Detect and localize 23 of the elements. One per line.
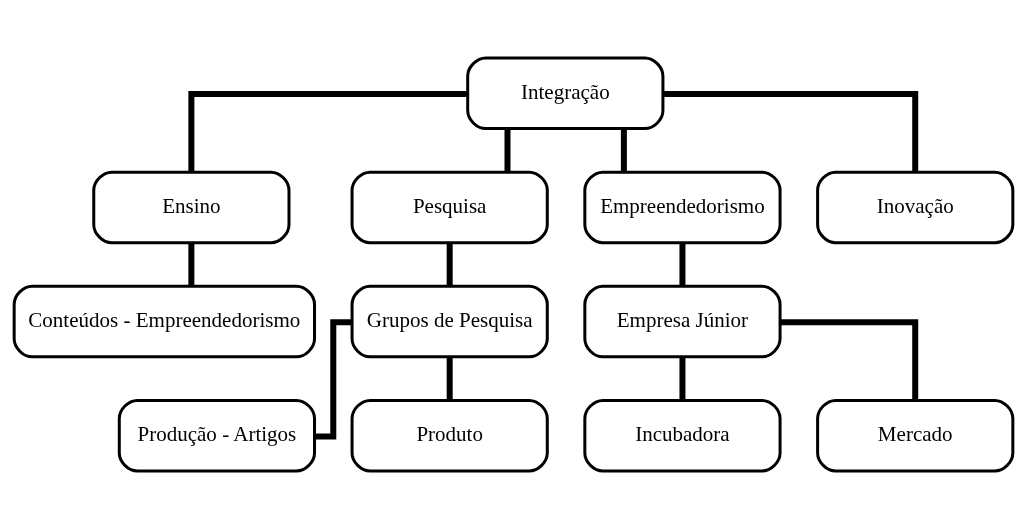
connector [446,242,453,287]
connector [679,357,686,401]
connector [780,319,919,400]
node-box: Grupos de Pesquisa [350,284,549,359]
node-box: Incubadora [583,398,782,473]
connector [679,242,686,287]
node-box: Produção - Artigos [117,398,316,473]
connector [314,319,352,440]
connector [504,128,511,172]
connector [188,91,468,172]
node-box: Mercado [816,398,1015,473]
node-box: Integração [466,56,665,131]
node-box: Produto [350,398,549,473]
node-box: Pesquisa [350,170,549,245]
node-box: Empreendedorismo [583,170,782,245]
connector [188,242,195,287]
node-box: Conteúdos - Empreendedorismo [12,284,316,359]
connector [620,128,627,172]
node-box: Empresa Júnior [583,284,782,359]
connector [446,357,453,401]
connector [663,91,919,172]
node-box: Ensino [92,170,291,245]
node-box: Inovação [816,170,1015,245]
